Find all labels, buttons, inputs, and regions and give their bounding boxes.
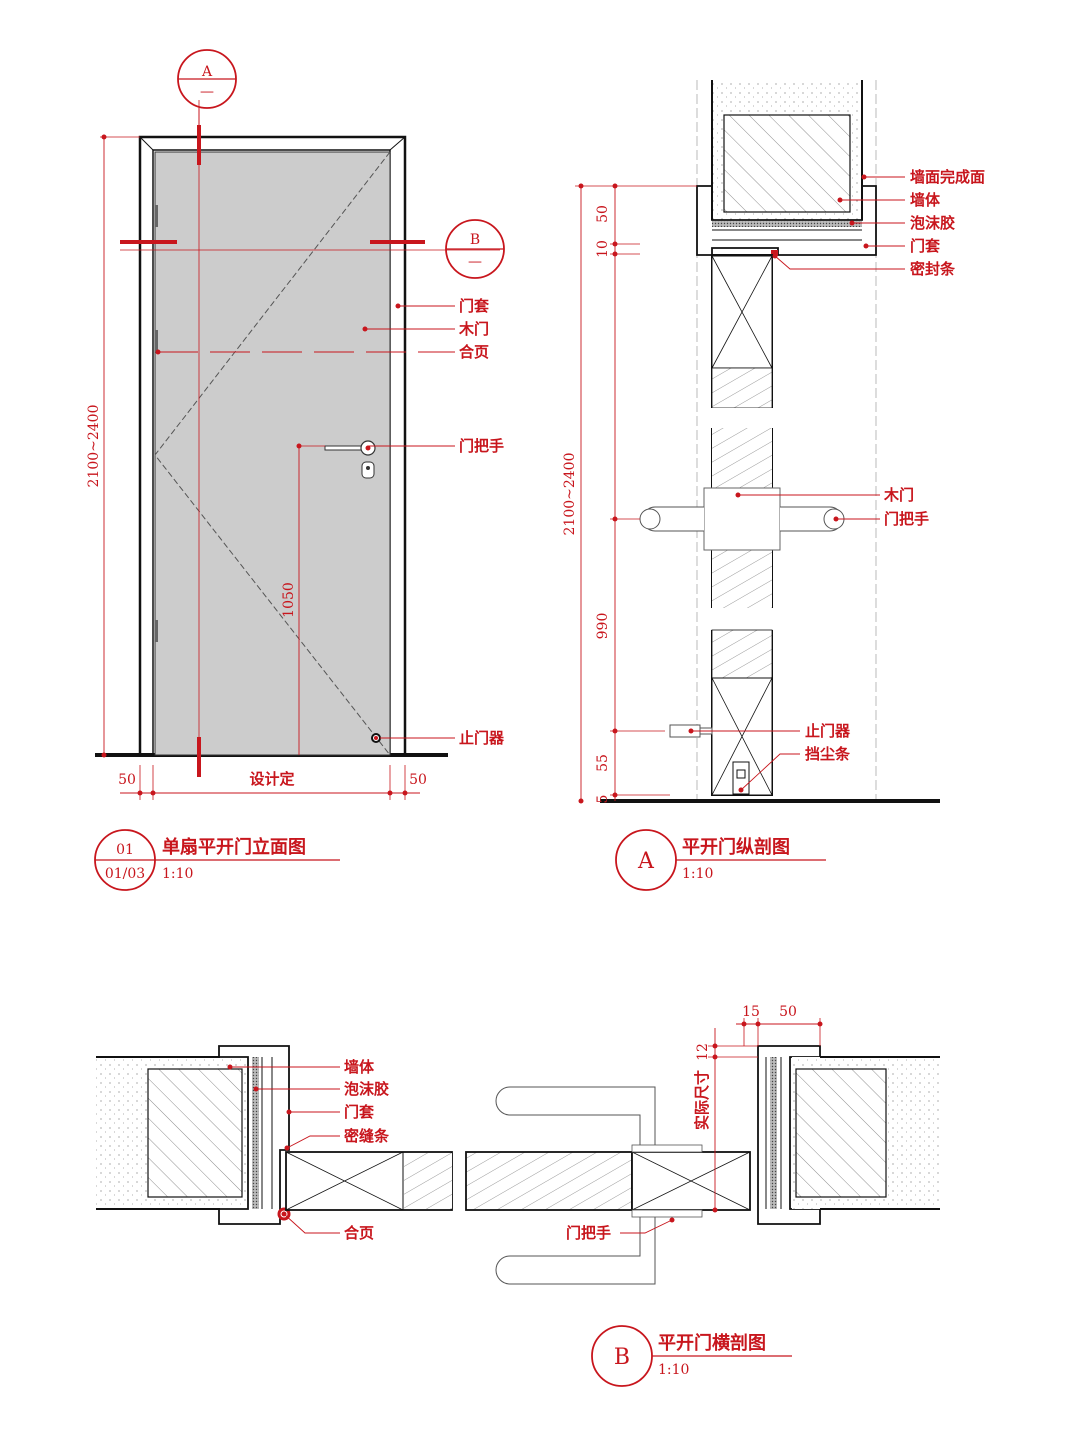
- section-b-letter: B: [470, 232, 480, 248]
- elev-label-hinge: 合页: [458, 343, 489, 361]
- sa-label-finish: 墙面完成面: [910, 168, 985, 186]
- sb-label-foam: 泡沫胶: [344, 1080, 389, 1098]
- sa-title-letter: A: [637, 849, 655, 874]
- section-a-sheet: —: [200, 84, 214, 100]
- sa-label-frame: 门套: [910, 237, 941, 255]
- elev-label-handle: 门把手: [459, 437, 504, 455]
- sa-label-dust: 挡尘条: [805, 745, 851, 763]
- sa-label-foam: 泡沫胶: [910, 214, 955, 232]
- elev-dim-frame-left: 50: [118, 772, 136, 788]
- sa-title-name: 平开门纵剖图: [682, 836, 790, 858]
- sb-label-actual: 实际尺寸: [693, 1070, 711, 1130]
- elev-dim-handle-height: 1050: [281, 582, 297, 618]
- sb-title-letter: B: [614, 1345, 630, 1370]
- sb-dim-12: 12: [695, 1043, 711, 1061]
- sa-label-stopper: 止门器: [805, 722, 851, 740]
- sb-title-scale: 1:10: [658, 1362, 689, 1378]
- elev-title-number: 01: [116, 842, 134, 858]
- elev-dim-width: 设计定: [249, 770, 294, 788]
- sb-title-name: 平开门横剖图: [658, 1332, 766, 1354]
- sb-dim-50: 50: [779, 1004, 797, 1020]
- elev-label-door: 木门: [458, 320, 489, 338]
- section-a-letter: A: [201, 64, 213, 80]
- sa-dim-5: 5: [595, 795, 611, 804]
- elev-title-sheet: 01/03: [105, 866, 145, 882]
- sb-label-hinge: 合页: [343, 1224, 374, 1242]
- sb-dim-15: 15: [742, 1004, 760, 1020]
- section-a-leaders: [688, 174, 905, 793]
- elev-label-stopper: 止门器: [459, 729, 505, 747]
- sa-title-scale: 1:10: [682, 866, 713, 882]
- section-b-view: 墙体 泡沫胶 门套 密缝条 合页 门把手 15 50 12 实际尺寸 B 平开门…: [96, 1004, 940, 1387]
- sa-dim-990: 990: [595, 613, 611, 640]
- sa-dim-10: 10: [595, 240, 611, 258]
- sb-label-handle: 门把手: [566, 1224, 611, 1242]
- sa-dim-50: 50: [595, 205, 611, 223]
- elevation-leaders: [155, 303, 455, 740]
- sb-label-seal: 密缝条: [344, 1127, 390, 1145]
- elev-title-scale: 1:10: [162, 866, 193, 882]
- sa-label-handle: 门把手: [884, 510, 929, 528]
- elev-title-name: 单扇平开门立面图: [162, 836, 306, 858]
- sa-label-seal: 密封条: [910, 260, 956, 278]
- door-leaf: [154, 151, 391, 756]
- sb-label-frame: 门套: [344, 1103, 375, 1121]
- elevation-view: A — B — 门套 木门 合页 门把手 止门器 2100~24: [86, 49, 505, 891]
- sa-label-door: 木门: [883, 486, 914, 504]
- sb-label-wall: 墙体: [344, 1058, 375, 1076]
- sa-label-wall: 墙体: [910, 191, 941, 209]
- elev-dim-height: 2100~2400: [86, 405, 102, 488]
- section-b-sheet: —: [468, 254, 482, 270]
- sa-dim-55: 55: [595, 754, 611, 772]
- elev-label-frame: 门套: [459, 297, 490, 315]
- section-a-view: 墙面完成面 墙体 泡沫胶 门套 密封条 木门 门把手 止门器 挡尘条 50 10…: [562, 80, 985, 891]
- section-b-leaders: [227, 1064, 675, 1234]
- sa-dim-height: 2100~2400: [562, 453, 578, 536]
- elev-dim-frame-right: 50: [409, 772, 427, 788]
